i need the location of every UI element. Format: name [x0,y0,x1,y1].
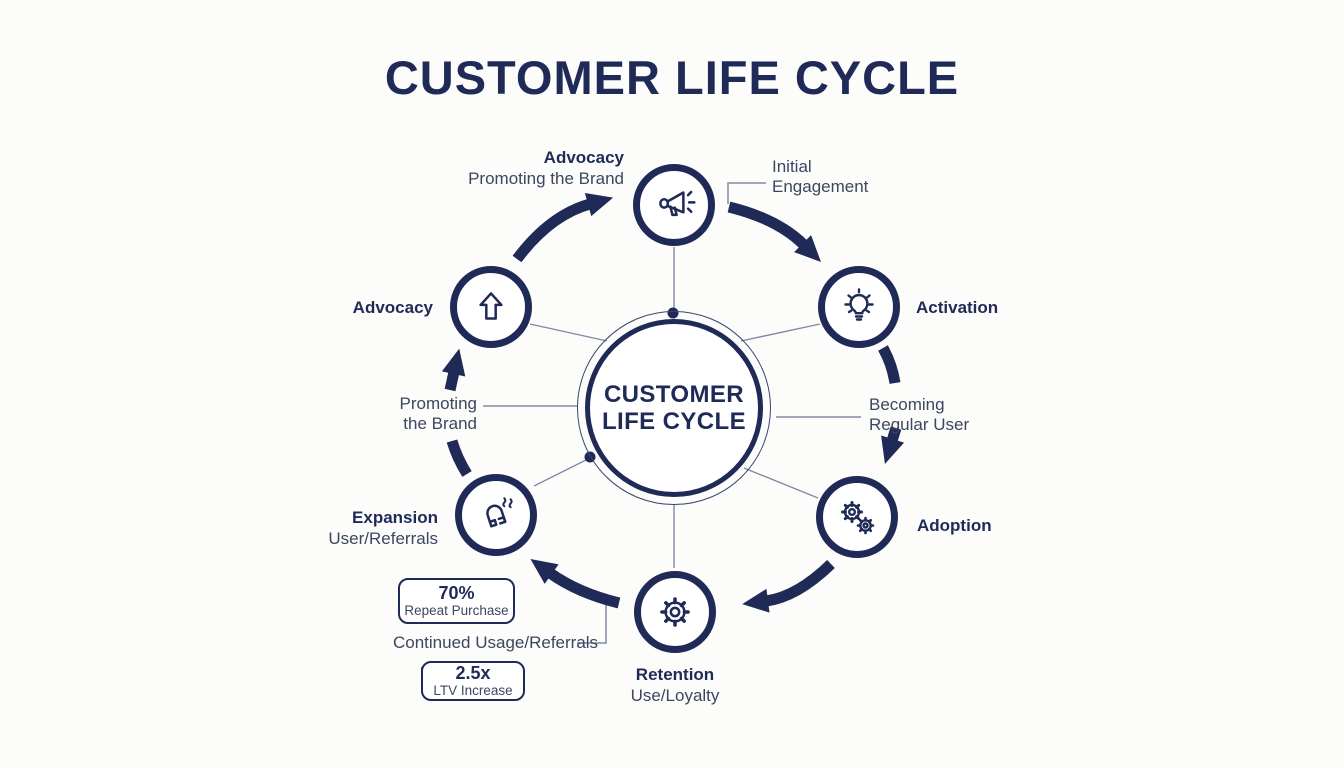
gears-icon [841,501,875,535]
stat-ltv-increase: 2.5x LTV Increase [421,661,525,701]
node-adoption [816,476,898,558]
stat-repeat-purchase-value: 70% [438,583,475,603]
label-adoption: Adoption [917,516,992,535]
sublabel-advocacy-top: Promoting the Brand [468,169,624,188]
arrow-activation-to-adoption-tail [878,345,901,384]
annotation-initial-engagement: Initial Engagement [772,157,869,196]
lightbulb-icon [844,288,874,321]
page-title: CUSTOMER LIFE CYCLE [384,51,960,104]
stat-repeat-purchase: 70% Repeat Purchase [398,578,515,624]
label-expansion: Expansion User/Referrals [328,508,438,548]
stat-ltv-increase-value: 2.5x [455,663,491,683]
node-advocacy-left [450,266,532,348]
annotation-becoming-regular-user: Becoming Regular User [869,395,970,434]
center-circle: CUSTOMER LIFE CYCLE [577,311,771,505]
node-expansion [455,474,537,556]
label-advocacy-top: Advocacy Promoting the Brand [468,148,624,188]
stat-repeat-purchase-label: Repeat Purchase [404,603,509,618]
megaphone-icon [659,190,696,217]
node-advocacy-top [633,164,715,246]
center-title-line2: LIFE CYCLE [601,408,746,435]
arrow-advocacy-to-top [512,192,614,263]
arrow-retention-to-expansion [530,559,621,609]
arrow-adoption-to-retention [742,560,835,613]
sublabel-retention: Use/Loyalty [630,686,720,705]
annotation-continued-usage: Continued Usage/Referrals [393,633,599,652]
stat-ltv-increase-label: LTV Increase [433,683,513,698]
label-activation: Activation [916,298,999,317]
center-title-line1: CUSTOMER [603,381,745,408]
label-advocacy-left: Advocacy [352,298,433,317]
center-circle-inner: CUSTOMER LIFE CYCLE [585,319,763,497]
node-activation [818,266,900,348]
annotation-promoting-the-brand: Promoting the Brand [399,394,477,433]
node-retention [634,571,716,653]
magnet-icon [486,497,513,528]
label-retention: Retention Use/Loyalty [595,664,755,706]
arrow-up-icon [479,292,503,320]
arrow-expansion-to-advocacy-head [441,348,466,392]
sublabel-expansion: User/Referrals [328,529,438,548]
arrow-top-to-activation [727,201,821,262]
gear-icon [660,597,690,627]
arrow-expansion-to-advocacy-tail [446,439,472,477]
